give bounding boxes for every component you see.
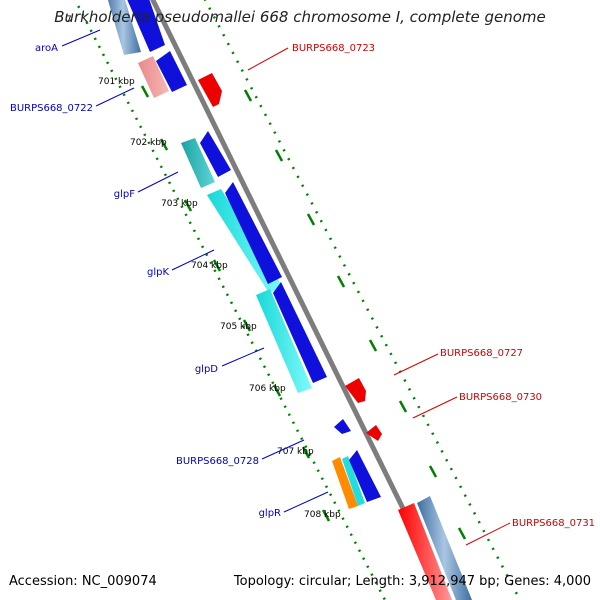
outer-guide-track bbox=[203, 0, 522, 600]
tick-label: 707 kbp bbox=[277, 447, 314, 457]
gene-arrow-glpK-cyan[interactable] bbox=[256, 289, 312, 393]
gene-arrow-glpR-orange[interactable] bbox=[332, 457, 358, 509]
gene-label-BURPS668_0731[interactable]: BURPS668_0731 bbox=[512, 518, 595, 529]
tick-label: 708 kbp bbox=[304, 510, 341, 520]
gene-arrow-BURPS668_0730[interactable] bbox=[366, 425, 382, 441]
tick-label: 706 kbp bbox=[249, 384, 286, 394]
tick-label: 703 kbp bbox=[161, 199, 198, 209]
inner-guide-track bbox=[73, 0, 387, 600]
accession-text: Accession: NC_009074 bbox=[9, 574, 157, 589]
gene-label-BURPS668_0723[interactable]: BURPS668_0723 bbox=[292, 43, 375, 54]
tick-marks bbox=[140, 85, 331, 522]
gene-label-glpR[interactable]: glpR bbox=[259, 508, 281, 519]
gene-arrow-BURPS668_0722-pink[interactable] bbox=[138, 56, 169, 98]
gene-arrow-BURPS668_0727[interactable] bbox=[345, 378, 366, 403]
gene-label-BURPS668_0722[interactable]: BURPS668_0722 bbox=[10, 103, 93, 114]
tick-label: 702 kbp bbox=[130, 138, 167, 148]
tick-label: 701 kbp bbox=[98, 77, 135, 87]
gene-arrow-glpR-cyan[interactable] bbox=[342, 456, 365, 506]
gene-label-BURPS668_0728[interactable]: BURPS668_0728 bbox=[176, 456, 259, 467]
gene-arrow-glpF-teal[interactable] bbox=[181, 138, 215, 188]
outer-tick-marks bbox=[243, 89, 467, 540]
tick-label: 705 kbp bbox=[220, 322, 257, 332]
gene-labels: aroA BURPS668_0722 glpF glpK glpD BURPS6… bbox=[10, 43, 595, 529]
genome-backbone bbox=[150, 0, 451, 600]
gene-arrow-glpD[interactable] bbox=[225, 182, 282, 284]
tick-label-partial: 7 bbox=[66, 15, 72, 25]
gene-label-aroA[interactable]: aroA bbox=[35, 43, 58, 54]
gene-label-BURPS668_0730[interactable]: BURPS668_0730 bbox=[459, 392, 542, 403]
label-leaders bbox=[61, 29, 511, 546]
tick-label: 704 kbp bbox=[191, 261, 228, 271]
gene-arrow-BURPS668_0731-steel[interactable] bbox=[417, 496, 472, 600]
gene-label-glpK[interactable]: glpK bbox=[147, 267, 169, 278]
gene-arrow-glpR[interactable] bbox=[349, 450, 381, 502]
gene-label-BURPS668_0727[interactable]: BURPS668_0727 bbox=[440, 348, 523, 359]
genome-summary-text: Topology: circular; Length: 3,912,947 bp… bbox=[233, 574, 591, 589]
gene-arrow-BURPS668_0723[interactable] bbox=[198, 73, 222, 107]
gene-arrow-glpK[interactable] bbox=[273, 282, 327, 383]
gene-arrow-BURPS668_0722[interactable] bbox=[156, 51, 187, 92]
gene-label-glpD[interactable]: glpD bbox=[195, 364, 218, 375]
forward-gene-features bbox=[105, 0, 381, 509]
reverse-gene-features bbox=[198, 73, 472, 600]
tick-labels: 7 701 kbp 702 kbp 703 kbp 704 kbp 705 kb… bbox=[66, 15, 341, 520]
gene-arrow-aroA-steel[interactable] bbox=[105, 0, 141, 55]
gene-arrow-aroA[interactable] bbox=[123, 0, 165, 52]
gene-arrow-BURPS668_0731-red[interactable] bbox=[398, 503, 452, 600]
gene-arrow-glpF[interactable] bbox=[200, 131, 231, 177]
gene-label-glpF[interactable]: glpF bbox=[114, 189, 135, 200]
map-title: Burkholderia pseudomallei 668 chromosome… bbox=[54, 8, 546, 26]
gene-arrow-BURPS668_0728[interactable] bbox=[334, 419, 351, 434]
